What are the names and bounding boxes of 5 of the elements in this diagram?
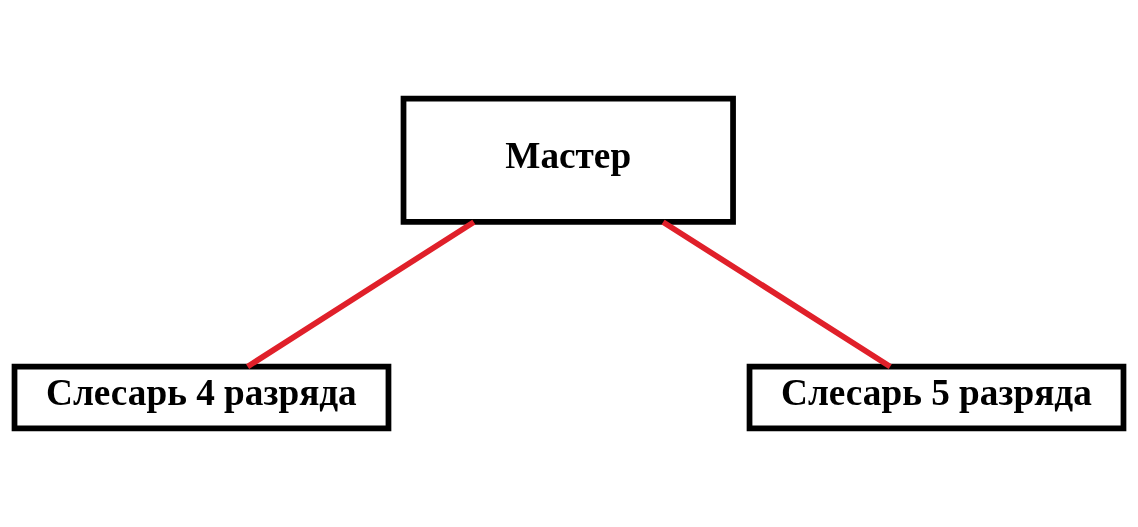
node-box: Слесарь 5 разряда xyxy=(746,363,1127,432)
node-box: Мастер xyxy=(400,95,736,225)
connector xyxy=(661,219,892,369)
connector xyxy=(246,219,476,369)
node-box: Слесарь 4 разряда xyxy=(11,363,392,432)
